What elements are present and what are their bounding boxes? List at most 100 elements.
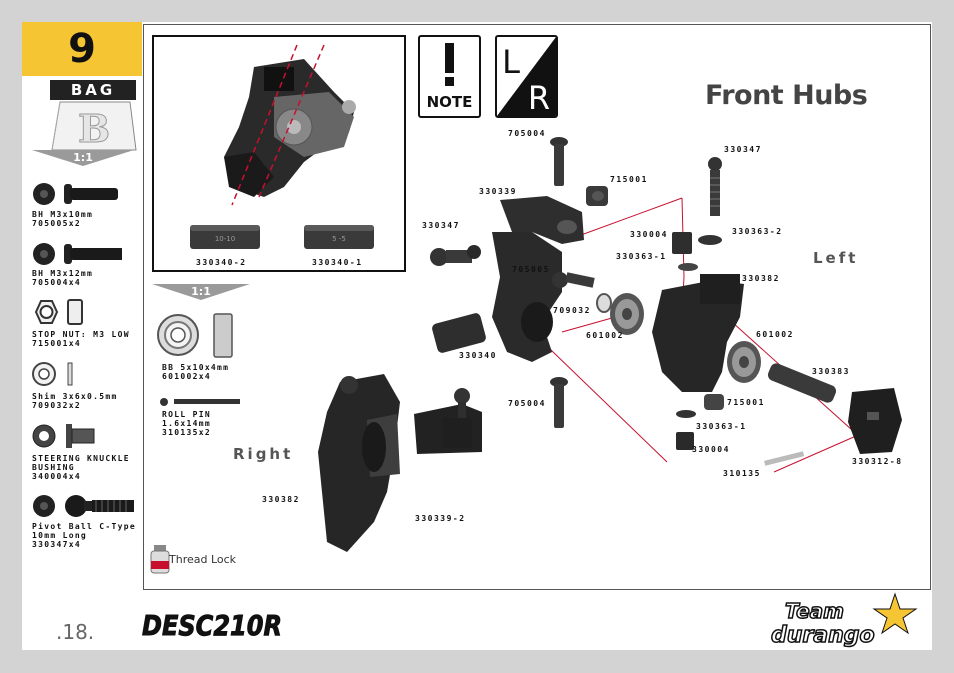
- axle-330383: [767, 363, 837, 403]
- inset-part-b-label: 330340-1: [312, 258, 363, 267]
- callout-330363-1-top: 330363-1: [616, 252, 667, 261]
- part-code: 340004x4: [32, 472, 81, 481]
- insert-330340-left: [432, 313, 486, 353]
- part-code: 715001x4: [32, 339, 81, 348]
- svg-text:5 -5: 5 -5: [332, 235, 346, 243]
- callout-330004-top: 330004: [630, 230, 668, 239]
- callout-705004-top: 705004: [508, 129, 546, 138]
- part-name: Pivot Ball C-Type: [32, 522, 136, 531]
- pivot-ball-icon: [33, 495, 134, 517]
- page-number: .18.: [56, 620, 95, 644]
- callout-705005: 705005: [512, 265, 550, 274]
- side-label-left: Left: [813, 249, 859, 267]
- callout-709032: 709032: [553, 306, 591, 315]
- knuckle-bushing-icon: [32, 424, 95, 448]
- bearing-name-2: 1.6x14mm: [162, 419, 211, 428]
- shim-709032: [596, 293, 612, 313]
- lr-right-letter: R: [528, 79, 550, 116]
- inset-axis-line-a: [231, 44, 298, 206]
- scale-arrow-bearings: [152, 284, 250, 300]
- callout-330363-2: 330363-2: [732, 227, 783, 236]
- shim-icon: [32, 362, 73, 386]
- page-title: Front Hubs: [705, 80, 868, 111]
- knuckle-330340: [492, 232, 562, 362]
- part-label-shim: Shim 3x6x0.5mm 709032x2: [32, 392, 118, 410]
- desc210r-logo: DESC210R: [142, 609, 283, 642]
- spacer-330363-2: [698, 235, 722, 245]
- bearing-601002-left: [610, 293, 644, 335]
- bearing-scale-label: 1:1: [191, 285, 211, 298]
- thread-lock-label: Thread Lock: [169, 553, 237, 566]
- part-label-bh-m3x10: BH M3x10mm 705005x2: [32, 210, 93, 228]
- bearing-code: 310135x2: [162, 428, 211, 437]
- note-icon: NOTE: [418, 35, 481, 118]
- stop-nut-icon: [34, 299, 83, 325]
- part-name: STOP NUT: M3 LOW: [32, 330, 130, 339]
- svg-text:10-10: 10-10: [215, 235, 235, 243]
- callout-310135: 310135: [723, 469, 761, 478]
- lr-left-letter: L: [502, 43, 520, 81]
- screw-705004-top: [550, 137, 568, 186]
- svg-text:DESC210R: DESC210R: [142, 609, 282, 641]
- bh-m3x10-screw-icon: [33, 183, 118, 205]
- pivot-ball-330347-left: [430, 245, 481, 266]
- callout-330382-bottom: 330382: [262, 495, 300, 504]
- callout-330004-bottom: 330004: [692, 445, 730, 454]
- pivot-ball-330347-right: [708, 157, 722, 216]
- inset-insert-a: 10-10: [190, 225, 260, 249]
- part-label-bh-m3x12: BH M3x12mm 705004x4: [32, 269, 93, 287]
- callout-330312-8: 330312-8: [852, 457, 903, 466]
- screw-705005: [552, 272, 595, 288]
- svg-text:Team: Team: [785, 599, 844, 623]
- part-name-2: BUSHING: [32, 463, 75, 472]
- part-code: 705004x4: [32, 278, 81, 287]
- svg-text:durango: durango: [771, 623, 875, 648]
- bb-5x10x4-icon: [157, 313, 233, 358]
- callout-715001-top: 715001: [610, 175, 648, 184]
- bag-letter-icon: B: [51, 101, 137, 152]
- nut-715001-top: [586, 186, 608, 206]
- bearing-label-bb: BB 5x10x4mm 601002x4: [162, 363, 229, 381]
- part-name: BH M3x10mm: [32, 210, 94, 219]
- bearing-label-roll-pin: ROLL PIN 1.6x14mm 310135x2: [162, 410, 211, 437]
- roll-pin-310135: [764, 451, 805, 466]
- parts-scale-label: 1:1: [73, 151, 93, 164]
- hex-330312-8: [848, 388, 902, 454]
- inset-box: 10-10 5 -5: [152, 35, 406, 272]
- callout-601002-right: 601002: [756, 330, 794, 339]
- spacer-330363-1-bottom: [676, 410, 696, 418]
- team-durango-logo: Team durango: [770, 592, 918, 649]
- part-code: 709032x2: [32, 401, 81, 410]
- callout-715001-bottom: 715001: [727, 398, 765, 407]
- part-name: BH M3x12mm: [32, 269, 94, 278]
- callout-330363-1-bottom: 330363-1: [696, 422, 747, 431]
- step-number-box: [22, 22, 142, 76]
- part-name: STEERING KNUCKLE: [32, 454, 130, 463]
- inset-axis-line-b: [258, 44, 325, 198]
- inset-part-a-label: 330340-2: [196, 258, 247, 267]
- callout-330347-left: 330347: [422, 221, 460, 230]
- callout-330382-top: 330382: [742, 274, 780, 283]
- callout-330339-2: 330339-2: [415, 514, 466, 523]
- part-label-pivot-ball: Pivot Ball C-Type 10mm Long 330347x4: [32, 522, 136, 549]
- side-label-right: Right: [233, 445, 294, 463]
- callout-705004-bottom: 705004: [508, 399, 546, 408]
- manual-page: 9 BAG B 1:1 BH M3x10mm 705005x2 BH M3x12…: [22, 22, 932, 650]
- thread-lock-bottle-icon: [150, 545, 170, 574]
- part-label-stop-nut: STOP NUT: M3 LOW 715001x4: [32, 330, 130, 348]
- assembled-hub-right: [318, 374, 482, 552]
- callout-601002-left: 601002: [586, 331, 624, 340]
- part-code: 330347x4: [32, 540, 81, 549]
- part-name-2: 10mm Long: [32, 531, 88, 540]
- bearing-name: ROLL PIN: [162, 410, 211, 419]
- bearing-601002-right: [727, 341, 761, 383]
- part-label-knuckle-bushing: STEERING KNUCKLE BUSHING 340004x4: [32, 454, 130, 481]
- bearing-name: BB 5x10x4mm: [162, 363, 230, 372]
- part-code: 705005x2: [32, 219, 81, 228]
- roll-pin-icon: [160, 398, 240, 406]
- scale-arrow: [32, 150, 134, 166]
- callout-330340: 330340: [459, 351, 497, 360]
- spacer-330363-1-top: [678, 263, 698, 271]
- inset-insert-b: 5 -5: [304, 225, 374, 249]
- bushing-330004-top: [672, 232, 692, 254]
